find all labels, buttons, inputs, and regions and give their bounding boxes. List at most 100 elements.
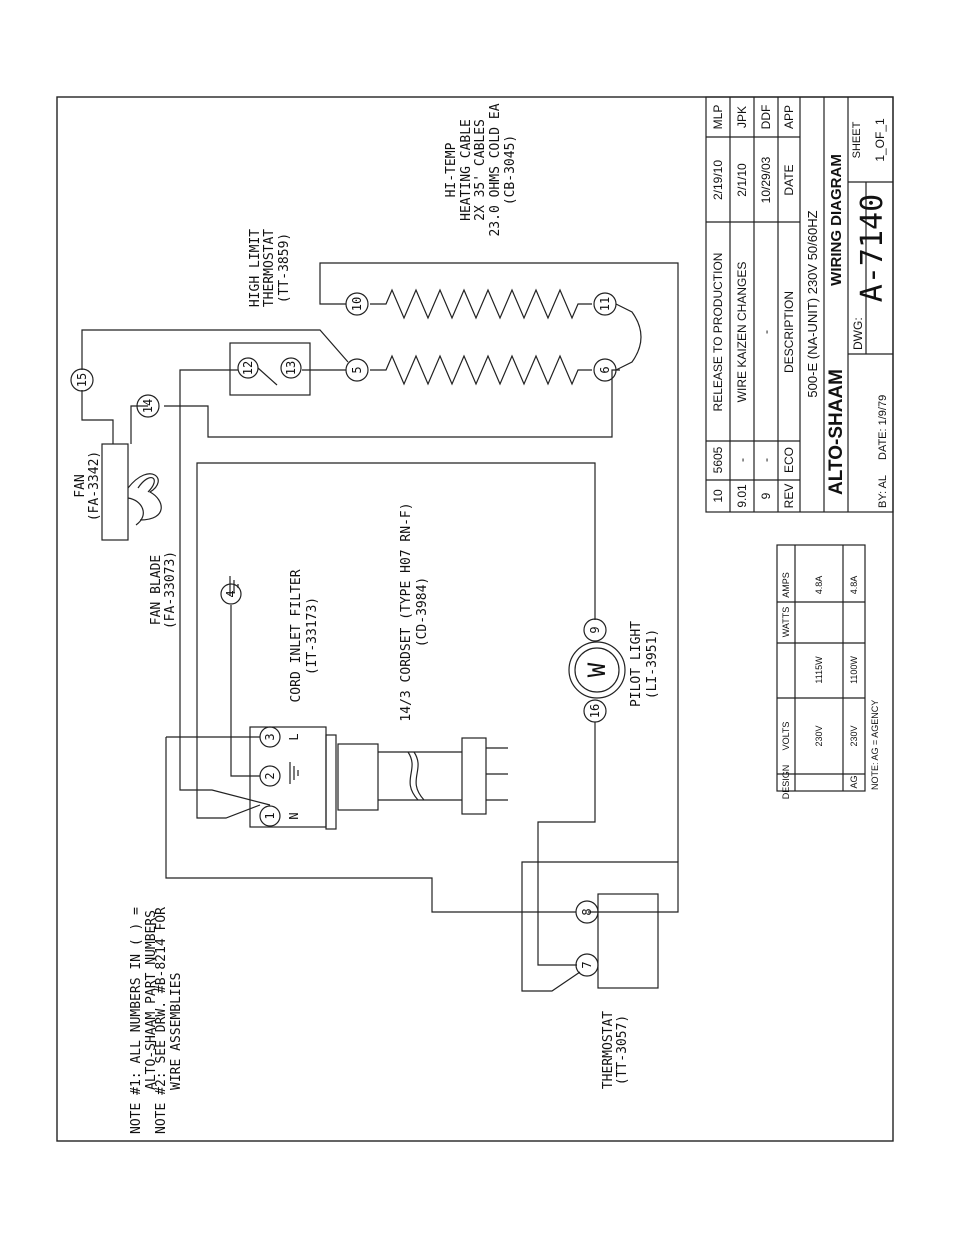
note-2-line-2: WIRE ASSEMBLIES — [169, 973, 184, 1090]
cord-filter-pn: (IT-33173) — [305, 597, 320, 675]
rev2-date: 2/1/10 — [735, 163, 749, 197]
thermostat-label: THERMOSTAT — [601, 1011, 616, 1089]
fan-label: FAN — [73, 474, 88, 497]
note-2-line-1: NOTE #2: SEE DRW. #B-8214 FOR — [154, 907, 169, 1134]
terminal-6-label: 6 — [598, 366, 612, 373]
terminal-8-label: 8 — [580, 908, 594, 915]
rev-header-rev: REV — [782, 484, 796, 509]
heating-cable-label-4: 23.0 OHMS COLD EA — [488, 103, 503, 236]
drawn-by: BY: AL — [877, 475, 889, 508]
terminal-13-label: 13 — [284, 361, 298, 375]
terminal-13: 13 — [280, 357, 302, 379]
terminals: 1 2 3 4 5 6 7 8 9 10 11 12 13 14 15 16 — [70, 292, 617, 977]
high-limit-label-2: THERMOSTAT — [262, 229, 277, 307]
fan-blade-pn: (FA-33073) — [163, 551, 178, 629]
pilot-light-symbol: W — [583, 662, 611, 677]
rev1-date: 2/19/10 — [711, 160, 725, 200]
cable-loop — [615, 303, 642, 371]
rev2-rev: 9.01 — [735, 484, 749, 508]
pilot-light-pn: (LI-3951) — [645, 629, 660, 699]
rev1-eco: 5605 — [711, 446, 725, 473]
rev1-app: MLP — [711, 105, 725, 130]
cord-filter-label: CORD INLET FILTER — [289, 569, 304, 702]
note-1-line-2: ALTO-SHAAM PART NUMBERS — [144, 910, 159, 1090]
spec-header-volts: VOLTS — [781, 722, 791, 751]
thermostat-pn: (TT-3057) — [615, 1015, 630, 1085]
fan-motor — [101, 443, 129, 541]
terminal-1-label: 1 — [263, 812, 277, 819]
terminal-16-label: 16 — [588, 704, 602, 718]
fan-blade-icon — [127, 473, 162, 526]
terminal-3: 3 — [259, 726, 281, 748]
spec-row2-amps: 4.8A — [849, 576, 859, 595]
terminal-15-label: 15 — [75, 373, 89, 387]
rev-header-desc: DESCRIPTION — [782, 291, 796, 373]
note-1-line-1: NOTE #1: ALL NUMBERS IN ( ) = — [129, 907, 144, 1134]
spec-row1-watts: 1115W — [814, 656, 824, 684]
cord-inlet-filter — [229, 576, 508, 830]
heating-cable-pn: (CB-3045) — [503, 135, 518, 205]
thermostat-box — [597, 893, 659, 989]
terminal-11: 11 — [593, 292, 617, 316]
spec-row2-volts: 230V — [849, 725, 859, 746]
rev1-rev: 10 — [711, 489, 725, 503]
drawing-title: WIRING DIAGRAM — [828, 154, 845, 286]
filter-l-label: L — [287, 733, 301, 740]
terminal-2: 2 — [259, 765, 281, 787]
terminal-9: 9 — [583, 618, 607, 642]
terminal-10: 10 — [345, 292, 369, 316]
high-limit-label-1: HIGH LIMIT — [248, 229, 263, 307]
terminal-4-label: 4 — [224, 590, 238, 597]
title-block: MLP 2/19/10 RELEASE TO PRODUCTION 5605 1… — [705, 96, 894, 513]
brand-logo: ALTO-SHAAM — [826, 369, 847, 495]
heating-cable-label-2: HEATING CABLE — [459, 119, 474, 221]
terminal-12-label: 12 — [241, 361, 255, 375]
spec-header-amps: AMPS — [781, 572, 791, 598]
rev3-eco: - — [759, 458, 773, 462]
pilot-light — [568, 641, 626, 699]
sheet-number: 1_OF_1 — [873, 118, 887, 162]
high-limit-pn: (TT-3859) — [277, 233, 292, 303]
spec-row1-volts: 230V — [814, 725, 824, 746]
terminal-5-label: 5 — [350, 366, 364, 373]
drawn-date: DATE: 1/9/79 — [877, 395, 889, 460]
fan-pn: (FA-3342) — [87, 451, 102, 521]
heating-cable-label-1: HI-TEMP — [444, 142, 459, 197]
rev-header-eco: ECO — [782, 447, 796, 473]
high-limit-thermostat — [229, 342, 311, 396]
dwg-label: DWG: — [851, 317, 865, 350]
rev2-app: JPK — [735, 106, 749, 128]
cordset-pn: (CD-3984) — [415, 577, 430, 647]
terminal-10-label: 10 — [350, 297, 364, 311]
spec-header-design: DESIGN — [781, 765, 791, 800]
rev3-desc: - — [759, 330, 773, 334]
terminal-9-label: 9 — [588, 626, 602, 633]
rev3-app: DDF — [759, 105, 773, 130]
spec-row2-watts: 1100W — [849, 656, 859, 684]
model-line: 500-E (NA-UNIT) 230V 50/60HZ — [805, 210, 820, 397]
drawing-border — [56, 96, 894, 1142]
terminal-3-label: 3 — [263, 733, 277, 740]
spec-row1-amps: 4.8A — [814, 576, 824, 595]
terminal-14-label: 14 — [141, 399, 155, 413]
terminal-8: 8 — [575, 900, 599, 924]
heating-cable-label-3: 2X 35' CABLES — [473, 119, 488, 221]
cordset-label: 14/3 CORDSET (TYPE H07 RN-F) — [399, 502, 414, 721]
pilot-light-label: PILOT LIGHT — [629, 621, 644, 707]
terminal-16: 16 — [583, 699, 607, 723]
rev3-date: 10/29/03 — [759, 156, 773, 203]
fan-blade-label: FAN BLADE — [149, 555, 164, 625]
rev-header-date: DATE — [782, 164, 796, 195]
terminal-1: 1 — [259, 805, 281, 827]
spec-table: AMPS WATTS VOLTS DESIGN 4.8A 1115W 230V … — [776, 544, 880, 800]
rev2-desc: WIRE KAIZEN CHANGES — [735, 262, 749, 403]
spec-note: NOTE: AG = AGENCY — [870, 700, 880, 790]
terminal-7-label: 7 — [580, 961, 594, 968]
terminal-11-label: 11 — [598, 297, 612, 311]
wires — [81, 262, 679, 992]
terminal-2-label: 2 — [263, 772, 277, 779]
rev3-rev: 9 — [759, 492, 773, 499]
heating-cable-upper — [370, 288, 592, 320]
rev-header-app: APP — [782, 105, 796, 129]
